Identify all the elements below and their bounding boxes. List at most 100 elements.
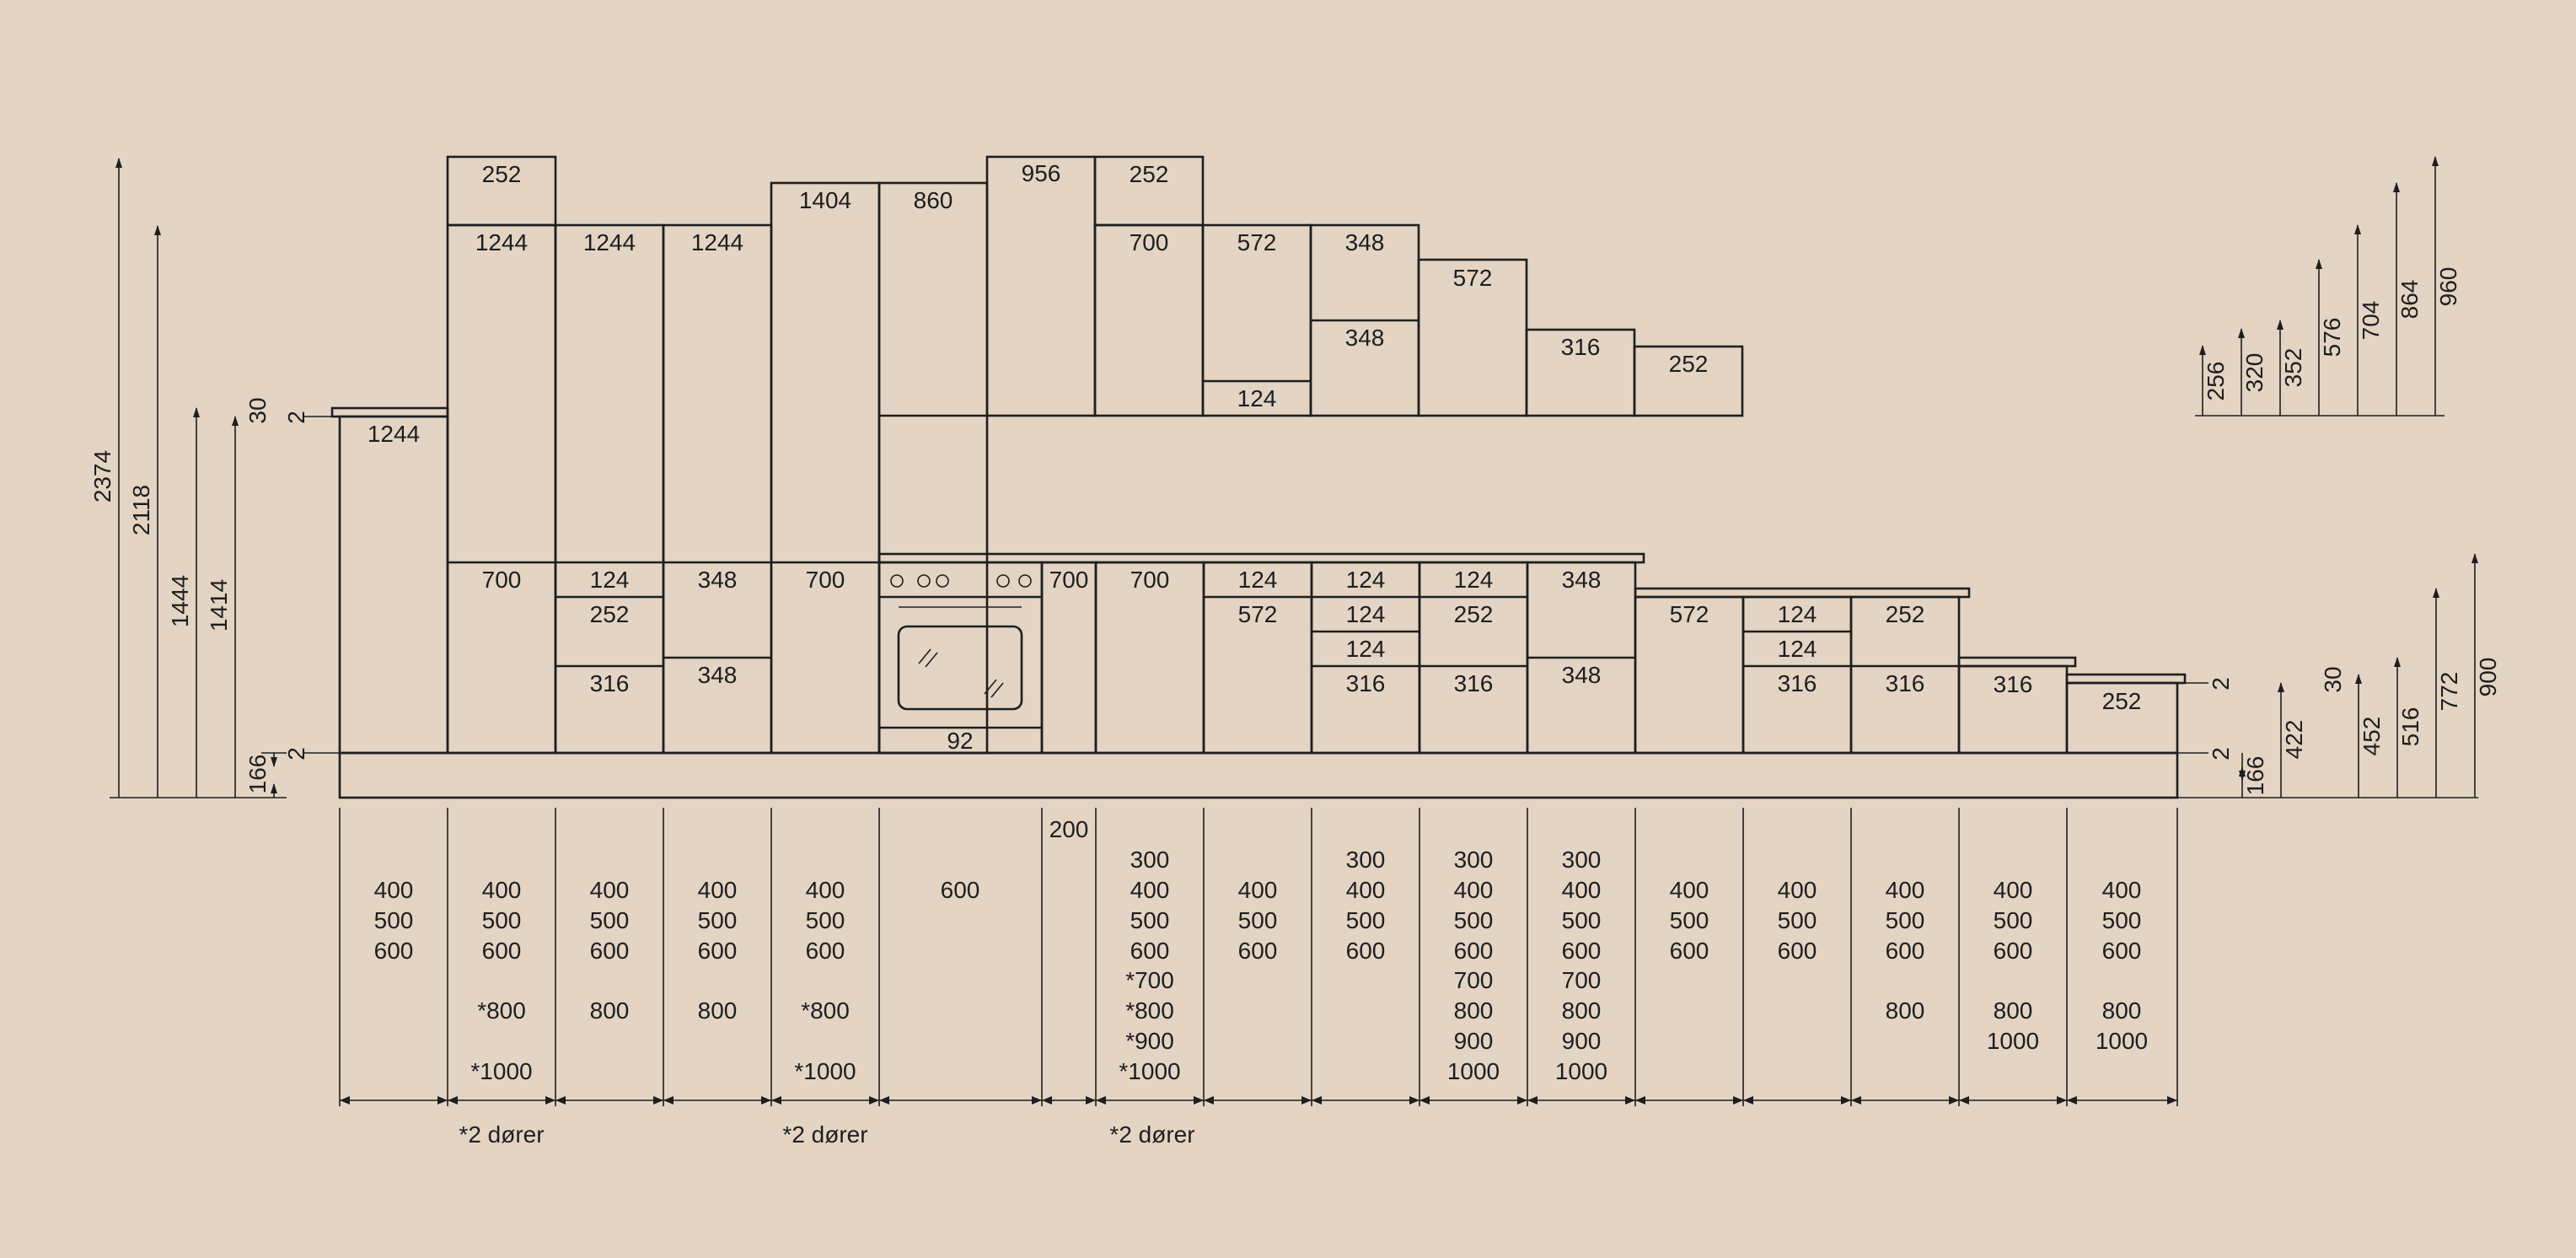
arrowhead xyxy=(1409,1096,1419,1105)
label-upper-7: 956 xyxy=(1022,160,1061,186)
width-option: 900 xyxy=(1454,1028,1494,1054)
width-option: 400 xyxy=(806,877,845,903)
label-base-10: 348 xyxy=(1562,567,1602,593)
width-option: 500 xyxy=(1670,907,1709,933)
arrowhead xyxy=(1625,1096,1635,1105)
width-option: 300 xyxy=(1130,847,1170,873)
width-option: 700 xyxy=(1454,967,1494,993)
width-option: *800 xyxy=(801,997,850,1024)
label-base-second-5: 252 xyxy=(1454,601,1494,627)
label-upper-11: 572 xyxy=(1453,265,1493,291)
countertop-right-2 xyxy=(1957,656,2077,668)
arrowhead xyxy=(771,1096,781,1105)
width-option: 500 xyxy=(1562,907,1602,933)
width-option: 300 xyxy=(1562,847,1602,873)
label-base-3: 348 xyxy=(698,567,738,593)
arrowhead xyxy=(1949,1096,1959,1105)
width-option: 600 xyxy=(806,938,845,964)
dim-166-right: 166 xyxy=(2242,756,2268,796)
dim-864: 864 xyxy=(2396,280,2423,320)
label-base-third-1: 316 xyxy=(590,670,630,696)
dim-2118: 2118 xyxy=(128,485,154,535)
arrowhead xyxy=(555,1096,566,1105)
arrowhead xyxy=(1851,1096,1861,1105)
label-base-12: 124 xyxy=(1778,601,1817,627)
width-option: 400 xyxy=(1562,877,1602,903)
arrowhead xyxy=(1733,1096,1743,1105)
width-option: 500 xyxy=(590,907,630,933)
arrowhead xyxy=(879,1096,889,1105)
tall-cabinet-5 xyxy=(877,181,989,755)
width-columns xyxy=(339,808,2178,1106)
dim-256: 256 xyxy=(2203,362,2229,401)
arrowhead xyxy=(2167,1096,2177,1105)
base-low-5 xyxy=(2065,681,2179,755)
label-base-third-5: 348 xyxy=(1562,662,1602,688)
dim-1444: 1444 xyxy=(167,575,193,627)
width-option: 600 xyxy=(590,938,630,964)
arrowhead xyxy=(653,1096,663,1105)
label-base-11: 572 xyxy=(1670,601,1709,627)
label-upper-second-2: 348 xyxy=(1345,325,1385,351)
width-option: 1000 xyxy=(1987,1028,2039,1054)
arrowhead xyxy=(1419,1096,1430,1105)
dim-772: 772 xyxy=(2436,672,2462,712)
width-option: 600 xyxy=(2102,938,2142,964)
width-option: 800 xyxy=(1886,997,1925,1024)
arrowhead xyxy=(1086,1096,1096,1105)
oven-knobs xyxy=(890,574,1032,588)
base-right-dimensions: 2 2 166 422 30 452 516 772 900 xyxy=(2177,553,2501,798)
door-notes: *2 dører *2 dører *2 dører xyxy=(459,1121,1194,1148)
arrowhead xyxy=(663,1096,674,1105)
label-upper-6: 860 xyxy=(914,187,953,213)
width-option: 800 xyxy=(1994,997,2033,1024)
label-base-8: 124 xyxy=(1346,567,1386,593)
countertop-middle xyxy=(877,552,1645,564)
label-base-7: 124 xyxy=(1238,567,1278,593)
width-option: 400 xyxy=(1778,877,1817,903)
width-option: 400 xyxy=(1994,877,2033,903)
wall-cabinet-1 xyxy=(985,155,1097,417)
width-arrows xyxy=(340,1096,2177,1105)
width-option: *800 xyxy=(477,997,526,1024)
width-option: 1000 xyxy=(1447,1058,1500,1084)
arrowhead xyxy=(448,1096,458,1105)
dim-30-left: 30 xyxy=(244,397,271,423)
width-option: 600 xyxy=(1454,938,1494,964)
arrowhead xyxy=(340,1096,350,1105)
dim-2-left-bottom: 2 xyxy=(283,747,309,761)
width-option: 400 xyxy=(1886,877,1925,903)
width-option: 800 xyxy=(1562,997,1602,1024)
arrowhead xyxy=(1517,1096,1527,1105)
label-base-9: 124 xyxy=(1454,567,1494,593)
door-note-2: *2 dører xyxy=(782,1121,867,1148)
label-base-6: 700 xyxy=(1130,567,1170,593)
width-option: 400 xyxy=(2102,877,2142,903)
width-option: 400 xyxy=(374,877,414,903)
width-option: *800 xyxy=(1125,997,1174,1024)
countertop-left xyxy=(330,406,449,418)
label-upper-1: 1244 xyxy=(368,421,420,447)
width-option: 300 xyxy=(1346,847,1386,873)
dim-352: 352 xyxy=(2280,348,2306,388)
label-upper-8: 700 xyxy=(1130,229,1169,255)
arrowhead xyxy=(437,1096,448,1105)
width-options: 400500600400500600*800*10004005006008004… xyxy=(374,847,2149,1084)
width-option: 400 xyxy=(1346,877,1386,903)
label-upper-3: 1244 xyxy=(583,229,636,255)
arrowhead xyxy=(869,1096,879,1105)
arrowhead xyxy=(1959,1096,1969,1105)
dim-2-right-bottom: 2 xyxy=(2208,747,2234,761)
width-option: 400 xyxy=(1238,877,1278,903)
width-option: 600 xyxy=(374,938,414,964)
width-option: 500 xyxy=(1238,907,1278,933)
dim-166-left: 166 xyxy=(244,755,271,794)
label-base-third-4: 316 xyxy=(1454,670,1494,696)
oven-glass-reflection-icon xyxy=(918,648,1004,698)
label-upper-9: 572 xyxy=(1237,229,1277,255)
width-option: 400 xyxy=(482,877,522,903)
width-option: 600 xyxy=(1346,938,1386,964)
width-option: 600 xyxy=(1778,938,1817,964)
label-oven: 92 xyxy=(947,728,973,754)
dim-704: 704 xyxy=(2358,301,2384,341)
